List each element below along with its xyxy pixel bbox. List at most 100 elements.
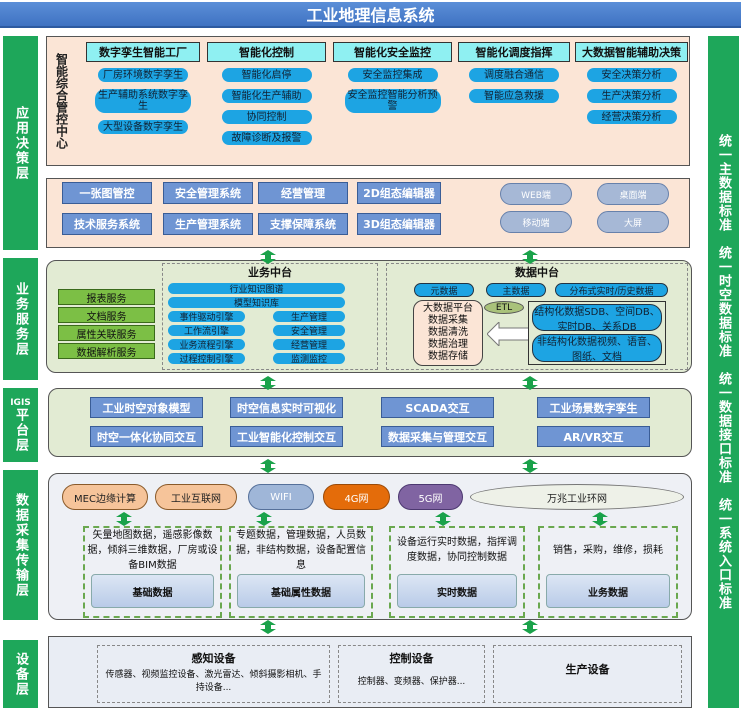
capability-pill[interactable]: 智能化生产辅助: [221, 89, 312, 103]
igis-prefix: IGIS: [10, 397, 31, 408]
network-pill[interactable]: 5G网: [398, 484, 463, 510]
double-arrow-icon: [522, 250, 538, 264]
system-button[interactable]: 技术服务系统: [62, 213, 152, 235]
capability-pill[interactable]: 经营决策分析: [586, 110, 677, 124]
capability-pill[interactable]: 智能应急救援: [469, 89, 559, 103]
igis-module[interactable]: 工业场景数字孪生: [537, 397, 650, 418]
igis-module[interactable]: 时空一体化协同交互: [90, 426, 203, 447]
terminal-button[interactable]: 桌面端: [597, 183, 669, 205]
terminal-button[interactable]: 大屏: [597, 211, 669, 233]
terminal-button[interactable]: 移动端: [500, 211, 572, 233]
network-pill[interactable]: 万兆工业环网: [470, 484, 684, 510]
engine-pill[interactable]: 业务流程引擎: [168, 339, 245, 351]
double-arrow-icon: [260, 620, 276, 634]
double-arrow-icon: [522, 376, 538, 390]
capability-pill[interactable]: 厂房环境数字孪生: [98, 68, 188, 82]
capability-pill[interactable]: 安全决策分析: [586, 68, 677, 82]
network-pill[interactable]: 4G网: [323, 484, 390, 510]
system-button[interactable]: 经营管理: [258, 182, 348, 204]
capability-pill[interactable]: 智能化启停: [221, 68, 312, 82]
data-group-label[interactable]: 基础属性数据: [237, 574, 365, 608]
layer-label-collect: 数据采集传输层: [3, 470, 38, 620]
network-pill[interactable]: 工业互联网: [155, 484, 237, 510]
engine-pill[interactable]: 工作流引擎: [168, 325, 245, 337]
capability-pill[interactable]: 生产辅助系统数字孪生: [95, 89, 191, 113]
biz-title: 业务中台: [248, 266, 292, 279]
management-pill[interactable]: 安全管理: [273, 325, 345, 337]
capability-pill[interactable]: 协同控制: [221, 110, 312, 124]
column-header: 大数据智能辅助决策: [575, 42, 688, 62]
service-box[interactable]: 报表服务: [58, 289, 155, 305]
engine-pill[interactable]: 事件驱动引擎: [168, 311, 245, 323]
double-arrow-icon: [260, 459, 276, 473]
service-box[interactable]: 属性关联服务: [58, 325, 155, 341]
service-box[interactable]: 文档服务: [58, 307, 155, 323]
management-pill[interactable]: 监测监控: [273, 353, 345, 365]
igis-module[interactable]: 数据采集与管理交互: [381, 426, 494, 447]
biz-middle-platform: [162, 263, 378, 370]
device-desc: 控制器、变频器、保护器...: [357, 676, 466, 687]
data-group-label[interactable]: 基础数据: [91, 574, 214, 608]
capability-pill[interactable]: 故障诊断及报警: [221, 131, 312, 145]
standard-master: 统一主数据标准: [716, 134, 731, 232]
system-button[interactable]: 安全管理系统: [163, 182, 253, 204]
capability-pill[interactable]: 生产决策分析: [586, 89, 677, 103]
layer-label-device: 设备层: [3, 640, 38, 708]
big-data-platform: 大数据平台数据采集数据清洗数据治理数据存储: [413, 300, 483, 366]
double-arrow-icon: [260, 250, 276, 264]
device-desc: 传感器、视频监控设备、激光雷达、倾斜摄影相机、手持设备...: [105, 670, 322, 693]
layer-label-biz: 业务服务层: [3, 258, 38, 380]
igis-module[interactable]: SCADA交互: [381, 397, 494, 418]
service-box[interactable]: 数据解析服务: [58, 343, 155, 359]
data-source-box: [528, 301, 666, 365]
data-group-label[interactable]: 业务数据: [546, 574, 670, 608]
device-group: [97, 645, 330, 703]
igis-module[interactable]: AR/VR交互: [537, 426, 650, 447]
standards-column: 统一主数据标准 统一时空数据标准 统一数据接口标准 统一系统入口标准: [708, 36, 739, 708]
system-button[interactable]: 2D组态编辑器: [357, 182, 441, 204]
data-title: 数据中台: [515, 266, 559, 279]
engine-pill[interactable]: 过程控制引擎: [168, 353, 245, 365]
data-group-label[interactable]: 实时数据: [397, 574, 517, 608]
capability-pill[interactable]: 安全监控智能分析预警: [344, 89, 441, 113]
management-pill[interactable]: 生产管理: [273, 311, 345, 323]
platform-line: 数据清洗: [428, 327, 468, 338]
data-group-desc: 专题数据，管理数据，人员数据，非结构数据，设备配置信息: [236, 529, 366, 571]
igis-module[interactable]: 时空信息实时可视化: [230, 397, 343, 418]
device-title: 感知设备: [191, 652, 236, 665]
data-group: [538, 526, 678, 618]
network-pill[interactable]: WIFI: [248, 484, 314, 510]
data-group-desc: 销售，采购，维修，损耗: [553, 544, 663, 556]
capability-pill[interactable]: 调度融合通信: [469, 68, 559, 82]
data-group: [229, 526, 373, 618]
capability-pill[interactable]: 大型设备数字孪生: [98, 120, 188, 134]
layer-label-igis: IGIS 平台层: [3, 388, 38, 462]
igis-module[interactable]: 工业智能化控制交互: [230, 426, 343, 447]
system-button[interactable]: 支撑保障系统: [258, 213, 348, 235]
standard-entry: 统一系统入口标准: [716, 498, 731, 610]
page-title: 工业地理信息系统: [0, 2, 741, 28]
igis-rest: 平台层: [13, 407, 28, 453]
system-button[interactable]: 生产管理系统: [163, 213, 253, 235]
network-pill[interactable]: MEC边缘计算: [62, 484, 148, 510]
column-header: 智能化控制: [207, 42, 326, 62]
system-button[interactable]: 一张图管控: [62, 182, 152, 204]
data-tag[interactable]: 分布式实时/历史数据: [555, 283, 668, 297]
data-group: [389, 526, 525, 618]
etl-badge: ETL: [484, 301, 524, 314]
column-header: 智能化调度指挥: [458, 42, 570, 62]
biz-wide-pill[interactable]: 行业知识图谱: [168, 283, 345, 295]
arrow-left-icon: [487, 322, 529, 346]
data-tag[interactable]: 元数据: [414, 283, 474, 297]
data-tag[interactable]: 主数据: [486, 283, 546, 297]
terminal-button[interactable]: WEB端: [500, 183, 572, 205]
column-header: 数字孪生智能工厂: [86, 42, 200, 62]
standard-interface: 统一数据接口标准: [716, 372, 731, 484]
system-button[interactable]: 3D组态编辑器: [357, 213, 441, 235]
structured-data: 结构化数据SDB、空间DB、实时DB、关系DB: [532, 304, 662, 333]
double-arrow-icon: [435, 512, 451, 526]
biz-wide-pill[interactable]: 模型知识库: [168, 297, 345, 309]
capability-pill[interactable]: 安全监控集成: [347, 68, 438, 82]
igis-module[interactable]: 工业时空对象模型: [90, 397, 203, 418]
management-pill[interactable]: 经营管理: [273, 339, 345, 351]
